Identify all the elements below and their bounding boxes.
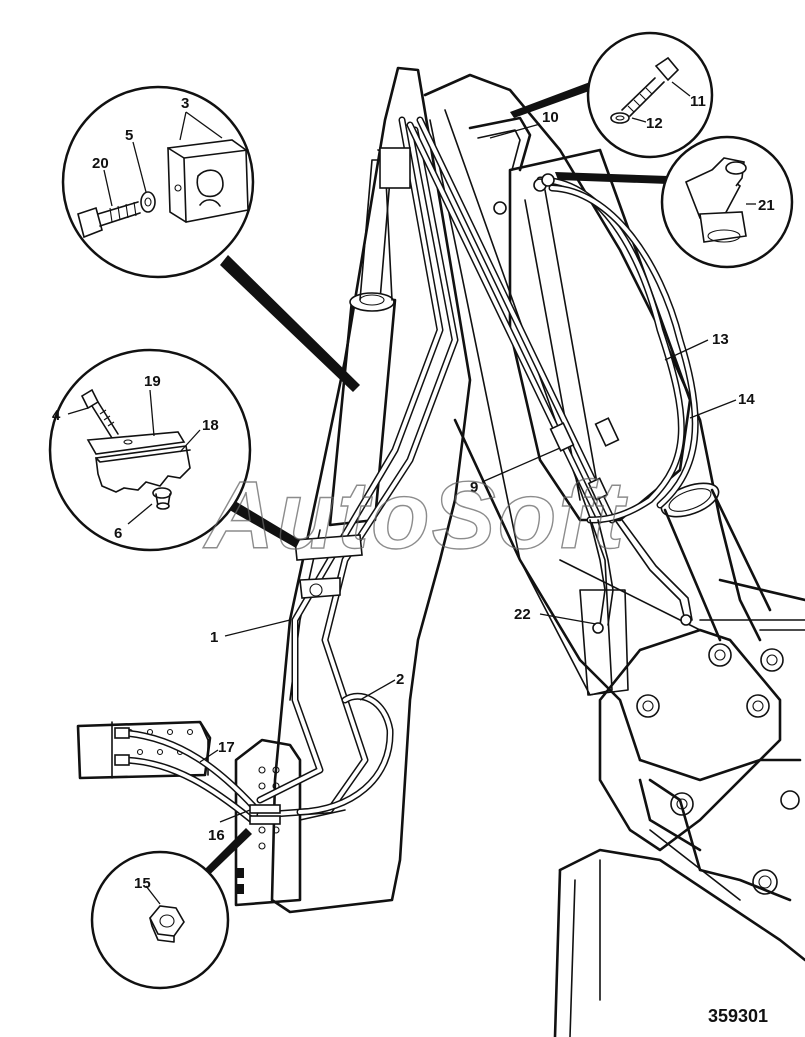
elbow-fitting-icon xyxy=(684,157,747,243)
callout-21: 21 xyxy=(758,197,775,214)
bolt-icon xyxy=(80,388,119,439)
detail-circle-clamp: 3 5 20 xyxy=(61,85,360,392)
callout-3: 3 xyxy=(181,95,189,112)
callout-18: 18 xyxy=(202,417,219,434)
callout-22: 22 xyxy=(514,606,531,623)
callout-14: 14 xyxy=(738,391,755,408)
fitting-icon xyxy=(152,487,172,510)
callout-9: 9 xyxy=(470,479,478,496)
nut-icon xyxy=(149,905,185,943)
clamp-icon xyxy=(167,139,249,223)
callout-5: 5 xyxy=(125,127,133,144)
callout-2: 2 xyxy=(396,671,404,688)
figure-number: 359301 xyxy=(708,1006,768,1026)
bolt-icon xyxy=(77,201,141,239)
washer-icon xyxy=(610,112,630,124)
washer-icon xyxy=(140,191,156,213)
callout-11: 11 xyxy=(690,93,706,110)
main-callouts: 1 2 9 10 13 14 16 17 22 xyxy=(199,109,755,844)
callout-4: 4 xyxy=(52,407,61,424)
callout-15: 15 xyxy=(134,875,151,892)
callout-20: 20 xyxy=(92,155,109,172)
detail-circle-clamp-plate: 19 18 4 6 xyxy=(48,348,300,552)
callout-17: 17 xyxy=(218,739,235,756)
callout-6: 6 xyxy=(114,525,122,542)
callout-1: 1 xyxy=(210,629,218,646)
clamp-plate-icon xyxy=(86,431,191,493)
hydraulic-hoses xyxy=(114,116,699,825)
callout-16: 16 xyxy=(208,827,225,844)
detail-circle-bolt-washer: 11 12 xyxy=(510,31,714,159)
detail-circle-nut: 15 xyxy=(90,828,252,990)
bolt-icon xyxy=(621,56,680,117)
callout-12: 12 xyxy=(646,115,663,132)
detail-circle-elbow-fitting: 21 xyxy=(555,135,794,269)
boom-arm-assembly xyxy=(76,66,805,1037)
callout-13: 13 xyxy=(712,331,729,348)
callout-19: 19 xyxy=(144,373,161,390)
callout-10: 10 xyxy=(542,109,559,126)
watermark: AutoSoft xyxy=(203,462,628,569)
